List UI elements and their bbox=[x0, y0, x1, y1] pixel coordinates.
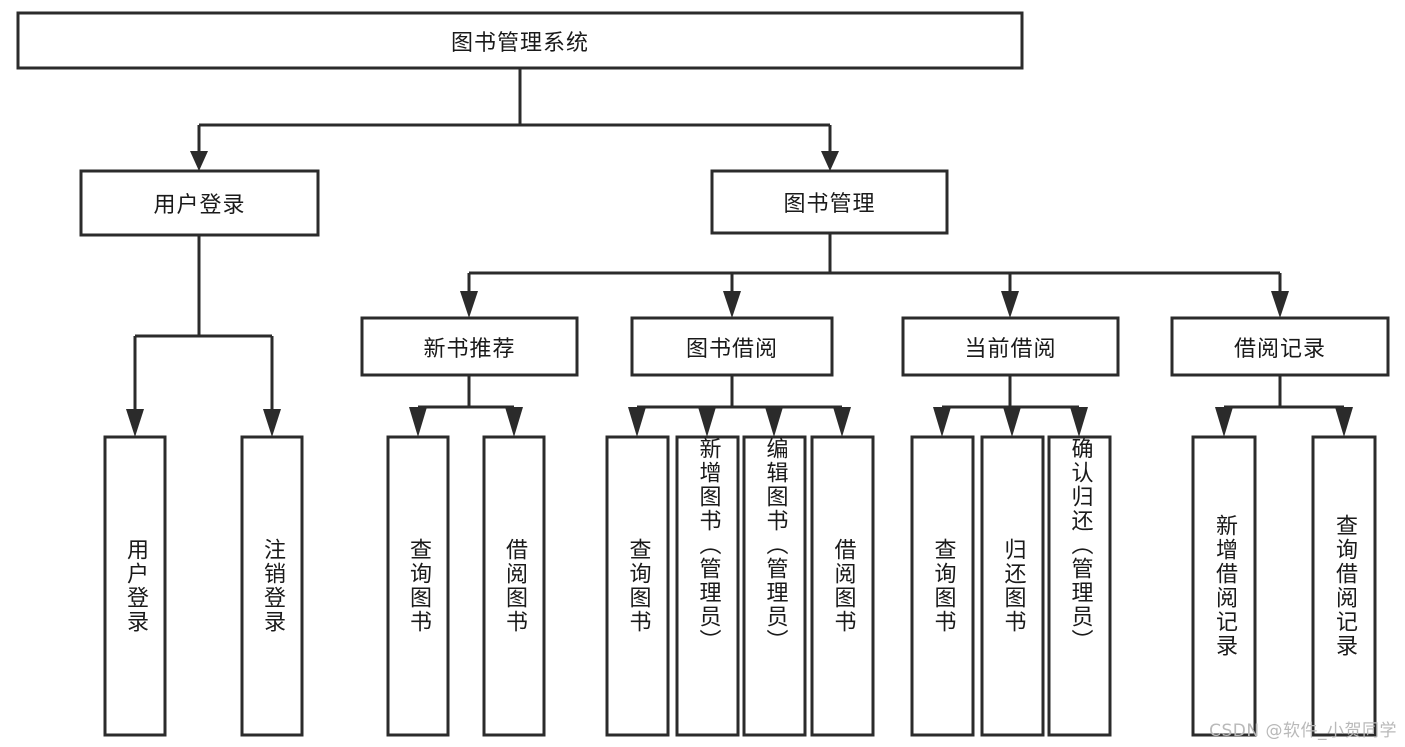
arrow-head-leaf-current-borrow-3 bbox=[1070, 407, 1088, 437]
node-box-book-management[interactable] bbox=[710, 169, 949, 235]
arrow-head-book-borrow bbox=[723, 291, 741, 318]
node-box-leaf-book-borrow-3[interactable] bbox=[742, 435, 807, 737]
arrow-head-borrow-record bbox=[1271, 291, 1289, 318]
node-box-leaf-current-borrow-1[interactable] bbox=[910, 435, 975, 737]
arrow-head-leaf-book-borrow-3 bbox=[765, 407, 783, 437]
node-box-user-login[interactable] bbox=[79, 169, 320, 237]
node-box-leaf-current-borrow-2[interactable] bbox=[980, 435, 1045, 737]
node-box-borrow-record[interactable] bbox=[1170, 316, 1390, 377]
arrow-head-leaf-new-book-1 bbox=[409, 407, 427, 437]
node-box-leaf-book-borrow-2[interactable] bbox=[675, 435, 740, 737]
arrow-head-leaf-borrow-record-1 bbox=[1215, 407, 1233, 437]
node-box-leaf-user-login-2[interactable] bbox=[240, 435, 304, 737]
node-box-book-borrow[interactable] bbox=[630, 316, 834, 377]
node-box-leaf-current-borrow-3[interactable] bbox=[1047, 435, 1112, 737]
node-box-current-borrow[interactable] bbox=[901, 316, 1120, 377]
arrow-head-leaf-user-login-1 bbox=[126, 409, 144, 437]
node-box-new-book-recommend[interactable] bbox=[360, 316, 579, 377]
arrow-head-book-management bbox=[821, 151, 839, 171]
arrow-head-leaf-new-book-2 bbox=[505, 407, 523, 437]
node-box-leaf-new-book-2[interactable] bbox=[482, 435, 546, 737]
arrow-head-leaf-borrow-record-2 bbox=[1335, 407, 1353, 437]
watermark: CSDN @软件_小贺同学 bbox=[1209, 721, 1397, 741]
node-box-root[interactable] bbox=[16, 11, 1024, 70]
node-box-leaf-book-borrow-1[interactable] bbox=[605, 435, 670, 737]
node-box-leaf-book-borrow-4[interactable] bbox=[810, 435, 875, 737]
arrow-head-leaf-book-borrow-2 bbox=[698, 407, 716, 437]
arrow-head-leaf-user-login-2 bbox=[263, 409, 281, 437]
node-box-leaf-borrow-record-1[interactable] bbox=[1191, 435, 1257, 737]
arrow-head-new-book-recommend bbox=[460, 291, 478, 318]
node-box-leaf-user-login-1[interactable] bbox=[103, 435, 167, 737]
arrow-head-leaf-current-borrow-1 bbox=[933, 407, 951, 437]
arrow-head-leaf-book-borrow-4 bbox=[833, 407, 851, 437]
node-box-leaf-borrow-record-2[interactable] bbox=[1311, 435, 1377, 737]
arrow-head-leaf-book-borrow-1 bbox=[628, 407, 646, 437]
arrow-head-user-login bbox=[190, 151, 208, 171]
arrow-head-current-borrow bbox=[1001, 291, 1019, 318]
node-box-leaf-new-book-1[interactable] bbox=[386, 435, 450, 737]
arrow-head-leaf-current-borrow-2 bbox=[1003, 407, 1021, 437]
